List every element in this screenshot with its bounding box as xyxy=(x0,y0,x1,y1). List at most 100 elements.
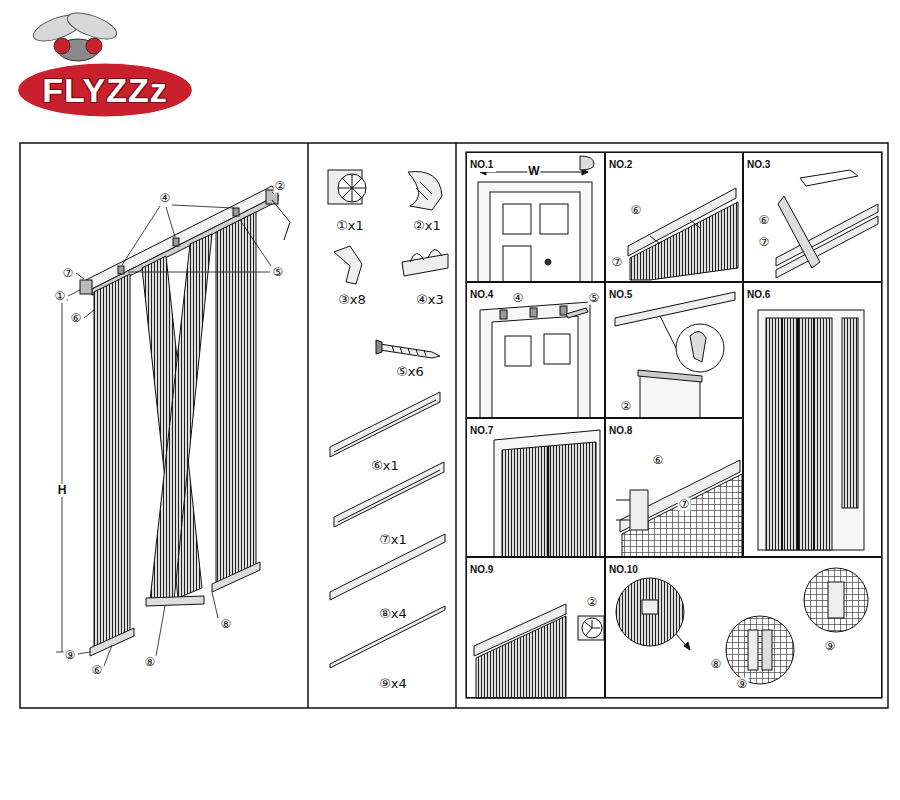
callout-number: ① xyxy=(54,290,67,303)
assembled-screen xyxy=(94,274,130,650)
callout-number: ⑧ xyxy=(220,618,233,631)
step-illustration xyxy=(630,490,648,530)
leader-line xyxy=(104,645,112,666)
dimension-label: W xyxy=(527,165,540,178)
step-illustration xyxy=(616,578,684,646)
callout-number: ⑦ xyxy=(62,267,75,280)
part-icon xyxy=(330,392,440,457)
step-illustration xyxy=(638,370,702,382)
leader-line xyxy=(212,592,218,618)
part-count: ⑧x4 xyxy=(378,607,408,621)
callout-number: ⑨ xyxy=(736,678,749,691)
part-icon xyxy=(330,534,445,600)
step-illustration xyxy=(766,318,832,550)
step-illustration xyxy=(545,259,551,265)
part-count: ⑤x6 xyxy=(395,365,425,379)
step-illustration xyxy=(547,446,550,557)
part-count: ⑨x4 xyxy=(378,677,408,691)
part-icon xyxy=(410,249,442,262)
callout-number: ⑦ xyxy=(758,236,771,249)
step-illustration xyxy=(748,630,758,670)
step-illustration xyxy=(474,156,878,698)
part-icon xyxy=(338,174,366,202)
panel-frame xyxy=(20,143,888,708)
step-illustration xyxy=(650,220,700,244)
part-count: ⑥x1 xyxy=(370,459,400,473)
step-illustration xyxy=(492,316,578,418)
step-illustration xyxy=(800,170,858,186)
assembled-screen xyxy=(80,186,290,656)
step-illustration xyxy=(778,196,820,268)
leader-line xyxy=(128,272,270,273)
step-illustration xyxy=(660,316,676,348)
callout-number: ② xyxy=(586,596,599,609)
step-number: NO.9 xyxy=(467,562,496,577)
step-illustration xyxy=(580,156,594,170)
part-count: ①x1 xyxy=(335,219,365,233)
step-illustration xyxy=(500,310,507,319)
step-illustration xyxy=(813,318,815,550)
step-illustration xyxy=(630,202,738,280)
part-icon xyxy=(328,170,448,668)
step-number: NO.2 xyxy=(606,157,635,172)
step-panel: NO.7 xyxy=(466,418,605,557)
callout-number: ⑥ xyxy=(758,214,771,227)
leader-line xyxy=(68,290,80,296)
dimension-label: H xyxy=(57,484,68,497)
step-illustration xyxy=(726,616,794,684)
callout-number: ⑤ xyxy=(588,292,601,305)
fly-logo-icon xyxy=(86,38,102,54)
step-illustration xyxy=(804,568,868,632)
callout-number: ⑥ xyxy=(91,664,104,677)
part-count: ⑦x1 xyxy=(378,533,408,547)
panel-frame xyxy=(455,143,457,708)
step-illustration xyxy=(781,318,783,550)
step-panel: NO.6 xyxy=(743,282,882,557)
step-panel: NO.2 xyxy=(605,152,743,282)
step-illustration xyxy=(530,308,537,317)
assembled-screen xyxy=(173,238,179,246)
callout-number: ⑥ xyxy=(652,454,665,467)
logo-ellipse xyxy=(17,63,193,117)
dimension-line xyxy=(56,300,68,652)
assembled-screen xyxy=(90,628,134,656)
part-icon xyxy=(330,606,445,668)
step-illustration xyxy=(842,318,858,508)
leader-line xyxy=(156,606,165,656)
callout-number: ④ xyxy=(512,292,525,305)
panel-frame xyxy=(20,143,888,708)
step-panel: NO.9 xyxy=(466,557,605,698)
fly-logo-icon xyxy=(30,8,120,61)
part-icon xyxy=(408,172,442,211)
step-illustration xyxy=(642,600,658,614)
step-illustration xyxy=(480,302,590,418)
part-icon xyxy=(338,470,440,522)
assembled-screen xyxy=(212,562,260,592)
leader-line xyxy=(84,310,94,318)
step-illustration xyxy=(494,430,600,557)
leader-line xyxy=(78,652,90,654)
step-illustration xyxy=(476,616,566,698)
assembled-screen xyxy=(150,234,212,600)
part-count: ②x1 xyxy=(412,219,442,233)
part-icon xyxy=(416,182,432,200)
step-illustration xyxy=(503,204,531,234)
step-illustration xyxy=(676,324,724,372)
step-illustration xyxy=(690,331,706,362)
step-number: NO.3 xyxy=(744,157,773,172)
callout-number: ⑧ xyxy=(710,658,723,671)
leader-line xyxy=(76,273,84,279)
step-illustration xyxy=(540,204,568,234)
leader-line xyxy=(166,207,175,237)
panel-frame xyxy=(307,143,309,708)
assembled-screen xyxy=(216,212,256,586)
part-icon xyxy=(376,340,382,354)
step-illustration xyxy=(797,318,799,550)
step-number: NO.6 xyxy=(744,287,773,302)
part-icon xyxy=(402,254,448,276)
assembled-screen xyxy=(118,266,124,274)
part-icon xyxy=(392,346,426,356)
callout-number: ⑨ xyxy=(824,640,837,653)
step-illustration xyxy=(676,634,690,650)
